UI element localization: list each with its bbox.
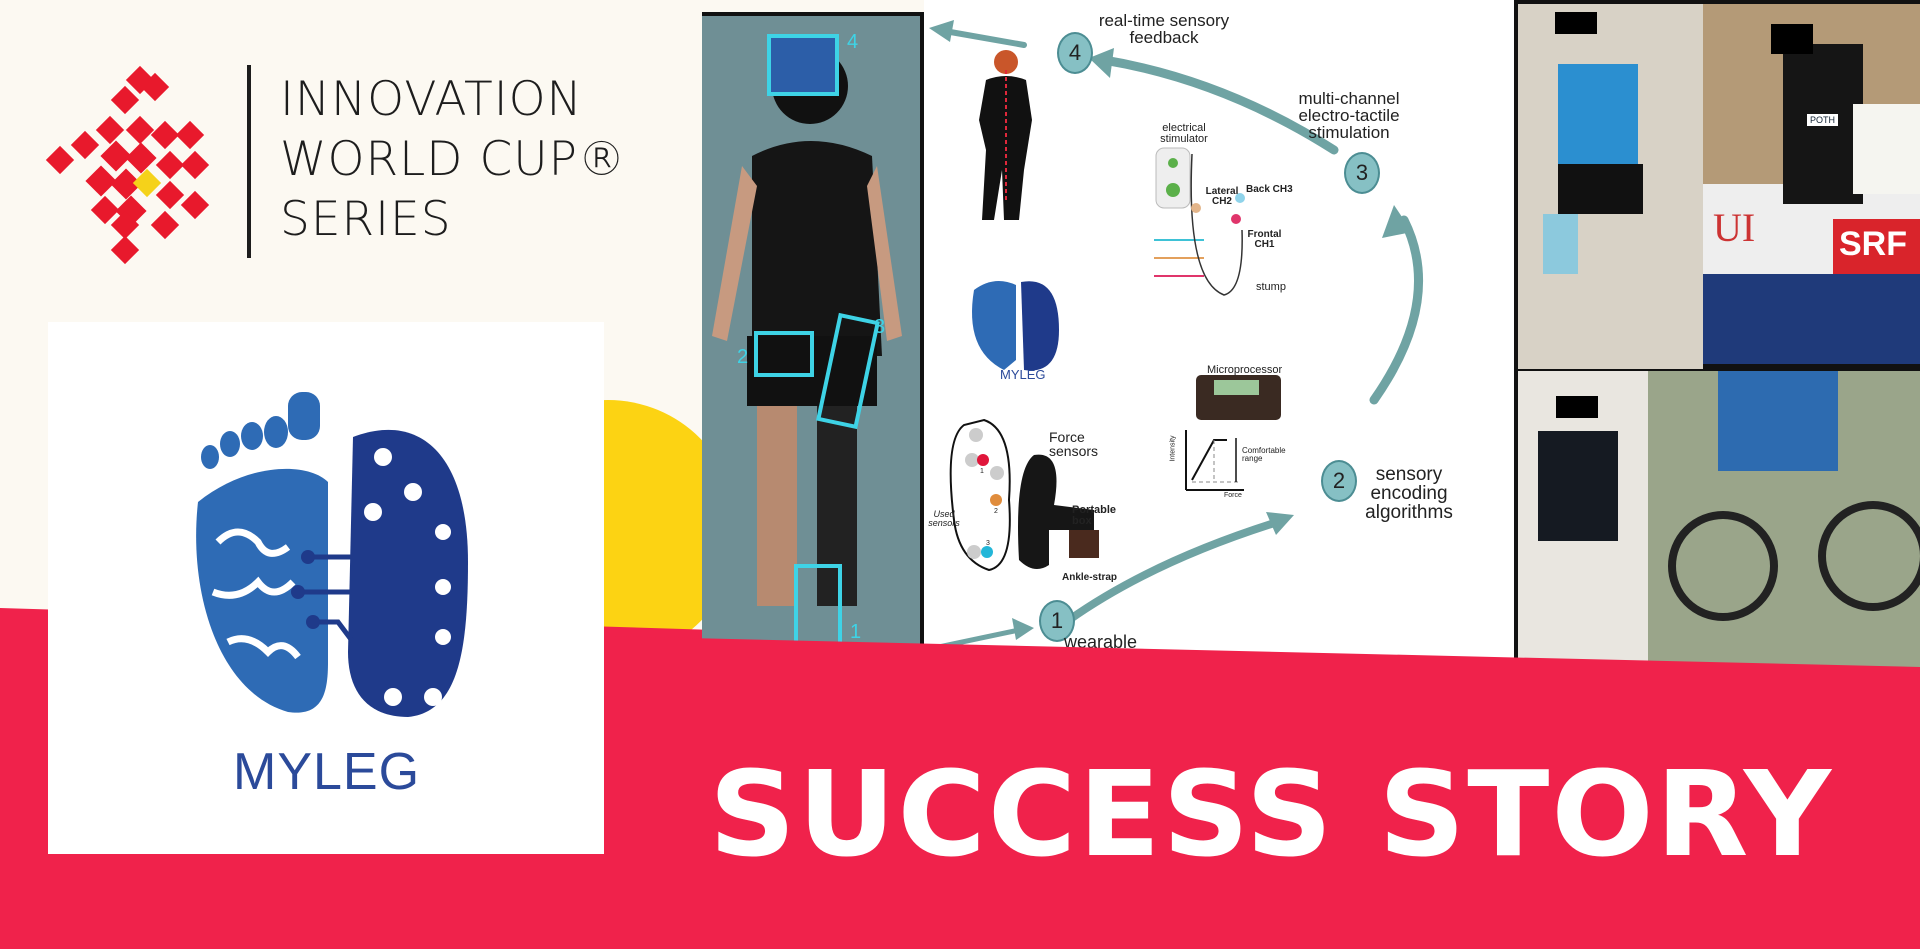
step-2-label: sensory encoding algorithms [1365,464,1453,523]
myleg-logo-box: MYLEG [48,322,604,854]
microprocessor-label: Microprocessor [1207,364,1283,376]
athlete-photo-collage: UI SRF POTH [1514,0,1920,680]
step-3-badge: 3 [1344,152,1380,194]
step-4-badge: 4 [1057,32,1093,74]
comfortable-range-label: Comfortable range [1242,446,1286,463]
step-1-label: wearable [1064,632,1138,652]
step-4-label: real-time sensory feedback [1098,11,1230,47]
photo-seated-athlete [1518,371,1648,680]
step-1-badge: 1 [1039,600,1075,642]
bib-name: POTH [1807,114,1839,126]
graph-xlabel: Force [1224,492,1242,499]
cycle-arrows [924,20,1423,653]
box-label-2: 2 [737,346,749,368]
back-ch3-label: Back CH3 [1246,184,1293,195]
brain-box-4 [767,34,839,96]
myleg-foot-brain-icon [196,392,468,717]
used-sensors-label: Used sensors [928,509,960,528]
diagram-myleg-text: MYLEG [1000,367,1046,382]
stump-label: stump [1256,281,1286,293]
lateral-ch2-label: Lateral CH2 [1205,186,1239,207]
iwc-logo-mark [45,65,210,265]
sensor-num-1: 1 [980,468,984,475]
portable-box-label: Portable box [1072,504,1117,527]
sign-ui: UI [1713,205,1756,250]
myleg-system-diagram: 4 real-time sensory feedback 3 multi-cha… [924,0,1514,660]
step-2-badge: 2 [1321,460,1357,502]
brand-line-1: INNOVATION [280,72,583,127]
foot-box-1 [794,564,842,654]
frontal-ch1-label: Frontal CH1 [1247,229,1282,250]
photo-standing-athlete [1518,4,1703,369]
box-label-1: 1 [850,621,862,643]
participant-silhouette [712,48,902,606]
sign-srf: SRF [1833,219,1920,274]
force-sensors-label: Force sensors [1049,429,1099,459]
participant-photo-panel: 4 3 2 1 [702,12,924,654]
myleg-logo-text: MYLEG [233,743,421,801]
stimulator-label: electrical stimulator [1160,122,1208,145]
logo-divider [247,65,251,258]
ankle-strap-label: Ankle-strap [1062,572,1118,583]
box-label-4: 4 [847,31,859,53]
success-story-title: SUCCESS STORY [708,745,1834,883]
brand-line-2: WORLD CUP® [280,132,626,187]
brand-line-3: SERIES [280,192,452,247]
sensor-box-2 [754,331,814,377]
box-label-3: 3 [874,316,886,338]
iwc-wordmark: INNOVATION WORLD CUP® SERIES [280,70,626,250]
graph-ylabel: Intensity [1169,435,1177,462]
photo-cybathlon-athlete: UI SRF POTH [1703,4,1920,364]
step-3-label: multi-channel electro-tactile stimulatio… [1298,89,1400,142]
photo-cycling-athlete [1648,371,1920,680]
sensor-num-2: 2 [994,508,998,515]
sensor-num-3: 3 [986,540,990,547]
